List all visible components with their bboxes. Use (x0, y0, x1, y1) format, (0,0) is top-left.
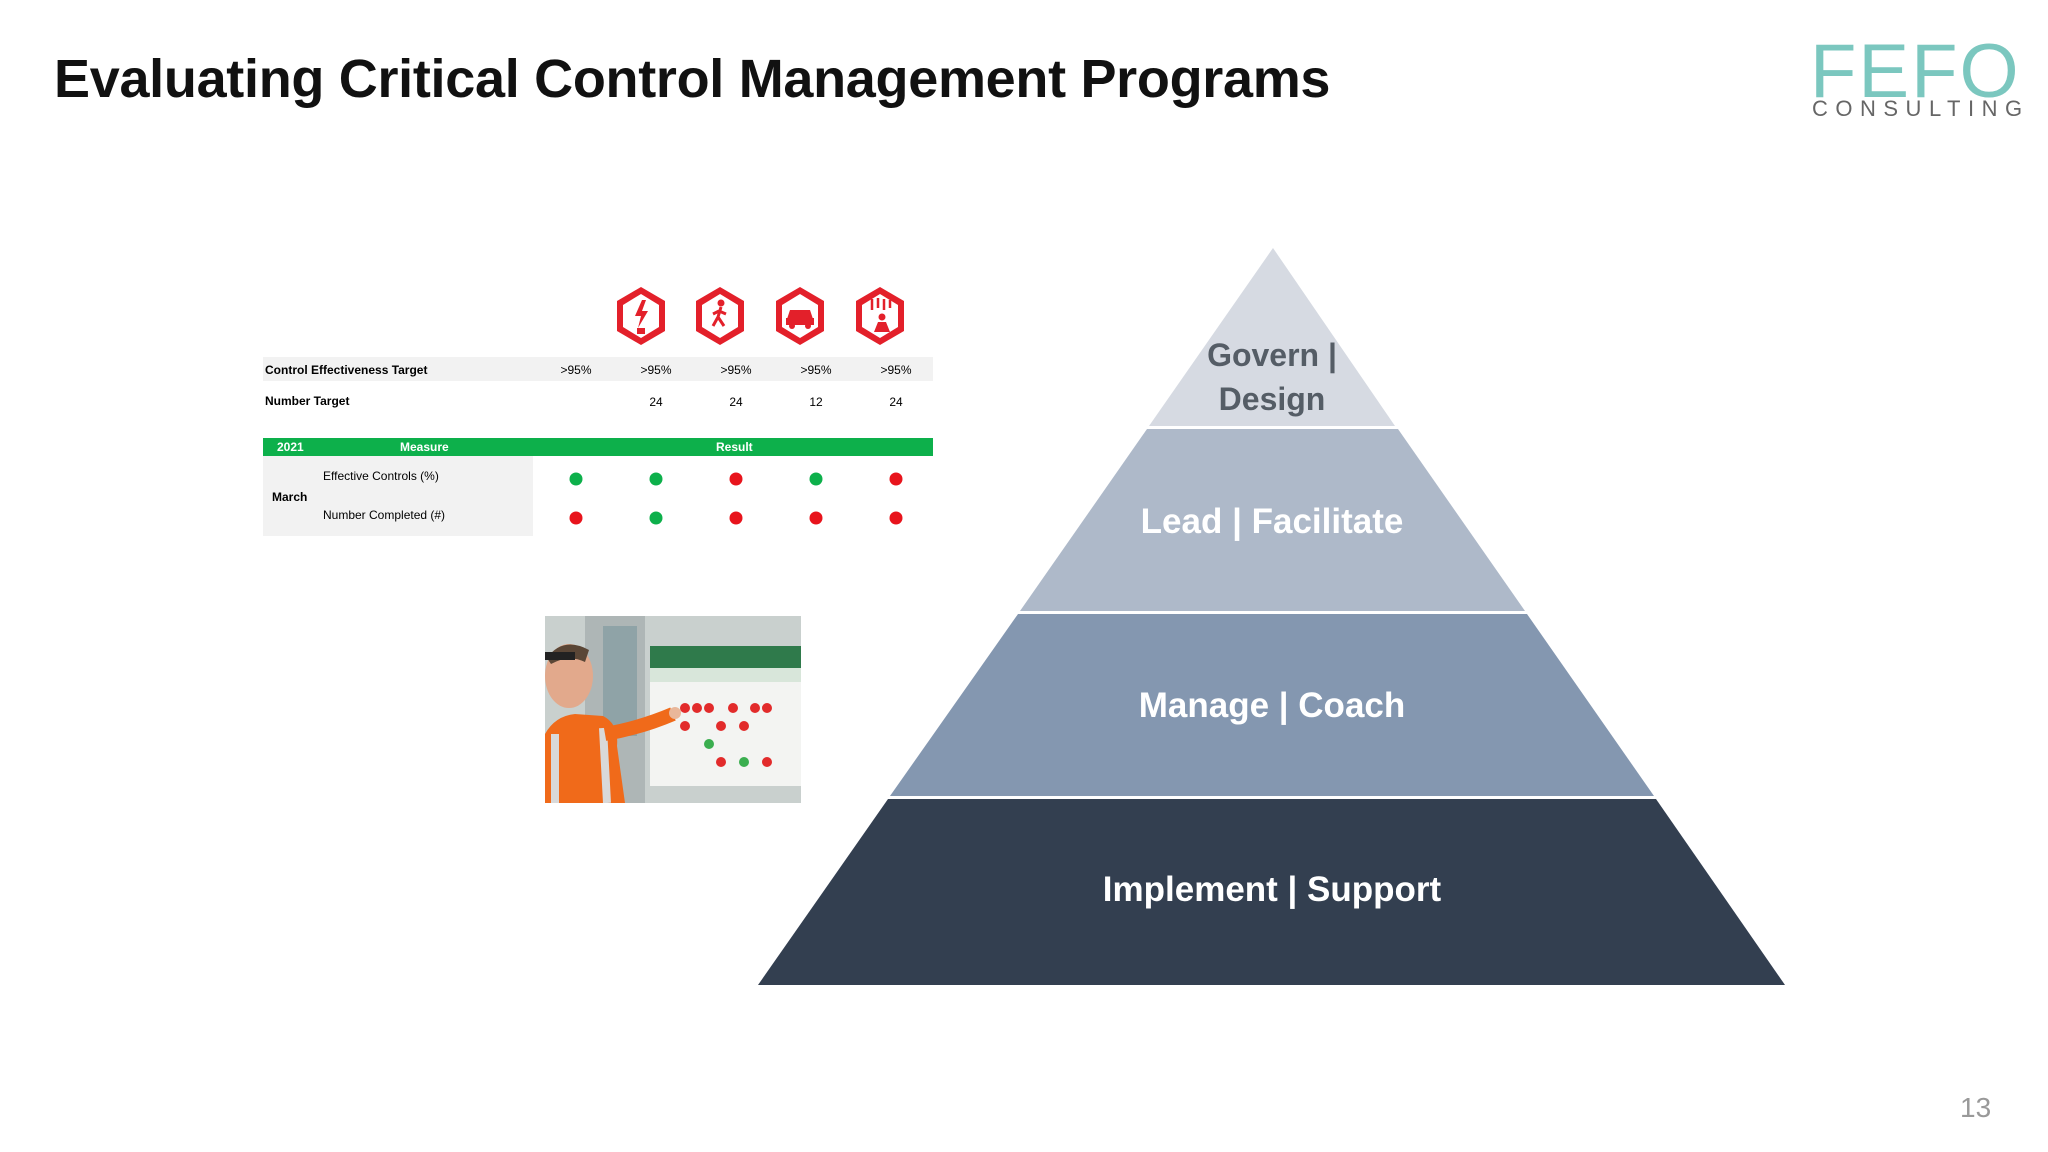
pedestrian-hazard-icon (692, 284, 748, 348)
logo-main-text: FEFO (1810, 29, 2021, 114)
status-dot-red (729, 472, 743, 486)
month-band (263, 456, 533, 536)
header-result: Result (716, 440, 753, 454)
number-row-label: Number Target (265, 394, 350, 408)
target-value: >95% (800, 363, 832, 377)
table-header-bar: 2021 Measure Result (263, 438, 933, 456)
status-dot-green (569, 472, 583, 486)
target-value: >95% (640, 363, 672, 377)
status-dot-green (809, 472, 823, 486)
status-dot-red (569, 511, 583, 525)
number-target-value: 24 (729, 395, 743, 409)
control-board-photo (545, 616, 801, 803)
pyramid-tier-implement-label: Implement | Support (1102, 870, 1442, 909)
status-dot-red (729, 511, 743, 525)
pyramid-tier-lead-label: Lead | Facilitate (1140, 502, 1404, 541)
slide-title: Evaluating Critical Control Management P… (54, 49, 1331, 109)
header-year: 2021 (277, 440, 304, 454)
status-dot-red (809, 511, 823, 525)
status-dot-green (649, 472, 663, 486)
target-value: >95% (560, 363, 592, 377)
vehicle-hazard-icon (772, 284, 828, 348)
critical-control-dashboard: Control Effectiveness Target >95% >95% >… (263, 284, 935, 544)
target-value: >95% (720, 363, 752, 377)
pyramid-tier-govern-label: Govern | Design (1172, 333, 1372, 421)
electrical-hazard-icon (613, 284, 669, 348)
falling-object-hazard-icon (852, 284, 908, 348)
status-dot-green (649, 511, 663, 525)
status-dot-red (889, 511, 903, 525)
header-measure: Measure (400, 440, 449, 454)
govern-label-line2: Design (1218, 381, 1326, 417)
status-dot-red (889, 472, 903, 486)
target-row-band (263, 357, 933, 381)
measure-label: Number Completed (#) (323, 508, 446, 522)
measure-label: Effective Controls (%) (323, 469, 439, 483)
month-label: March (272, 490, 308, 504)
number-target-value: 12 (809, 395, 823, 409)
target-value: >95% (880, 363, 912, 377)
number-target-value: 24 (889, 395, 903, 409)
fefo-consulting-logo: FEFO CONSULTING (1810, 34, 2022, 124)
logo-sub-text: CONSULTING (1812, 96, 2030, 121)
number-target-value: 24 (649, 395, 663, 409)
page-number: 13 (1960, 1092, 1992, 1123)
target-row-label: Control Effectiveness Target (265, 363, 428, 377)
pyramid-tier-manage-label: Manage | Coach (1138, 686, 1406, 725)
govern-label-line1: Govern | (1207, 337, 1337, 373)
